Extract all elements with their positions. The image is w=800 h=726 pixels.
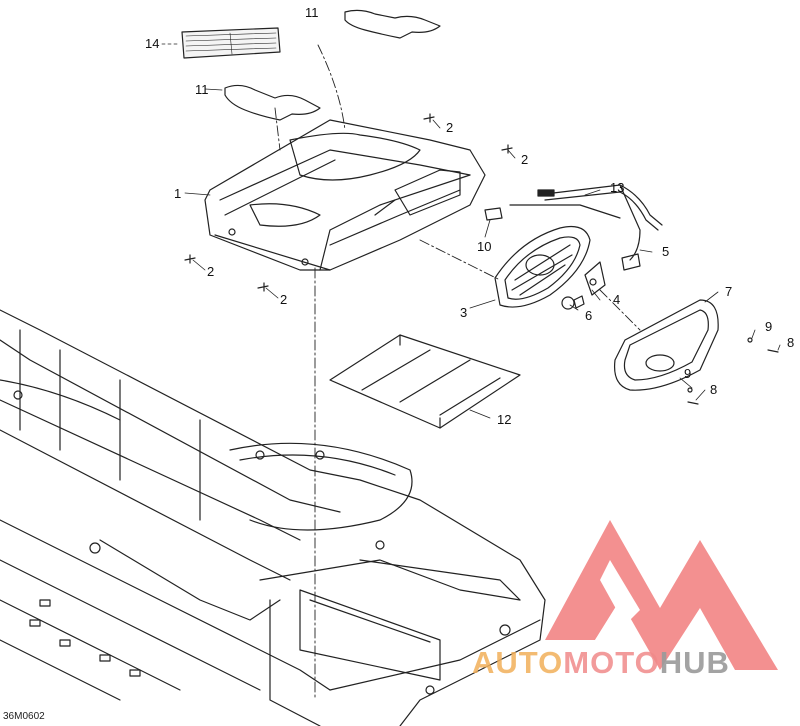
callout-5: 5 [662, 244, 670, 259]
fastener-parts [184, 113, 779, 405]
watermark-text-auto: AUTO [472, 645, 564, 680]
callout-9-lower: 9 [684, 366, 692, 381]
warning-label-part [181, 27, 281, 59]
bracket-and-bulb-parts [561, 261, 606, 310]
wiring-harness-parts [484, 184, 663, 271]
foam-pad-part [329, 334, 521, 429]
callout-4: 4 [613, 292, 621, 307]
callout-13: 13 [610, 180, 625, 195]
callout-2-top: 2 [446, 120, 454, 135]
callout-6: 6 [585, 308, 593, 323]
callout-12: 12 [497, 412, 512, 427]
taillight-lens-part [613, 299, 719, 391]
taillight-housing-part [494, 225, 591, 308]
callout-11-top: 11 [305, 5, 319, 20]
watermark-logo [545, 520, 778, 670]
drawing-code: 36M0602 [3, 711, 45, 722]
callout-1: 1 [174, 186, 182, 201]
callout-8-lower: 8 [710, 382, 718, 397]
callout-14: 14 [145, 36, 160, 51]
watermark-text: AUTOMOTOHUB [472, 645, 730, 681]
seat-base-part [204, 119, 486, 271]
decal-parts [224, 9, 441, 121]
callout-9-right: 9 [765, 319, 773, 334]
callout-10: 10 [477, 239, 492, 254]
callout-2-bottom: 2 [280, 292, 288, 307]
callout-7: 7 [725, 284, 733, 299]
callout-2-left: 2 [207, 264, 215, 279]
callout-2-right: 2 [521, 152, 529, 167]
chassis-frame [0, 309, 546, 726]
callout-11-left: 11 [195, 82, 209, 97]
watermark-text-moto: MOTO [563, 645, 660, 680]
callout-3: 3 [460, 305, 468, 320]
callout-8-right: 8 [787, 335, 795, 350]
watermark-text-hub: HUB [659, 645, 730, 680]
alignment-lines [274, 44, 641, 701]
leader-lines [161, 43, 781, 419]
